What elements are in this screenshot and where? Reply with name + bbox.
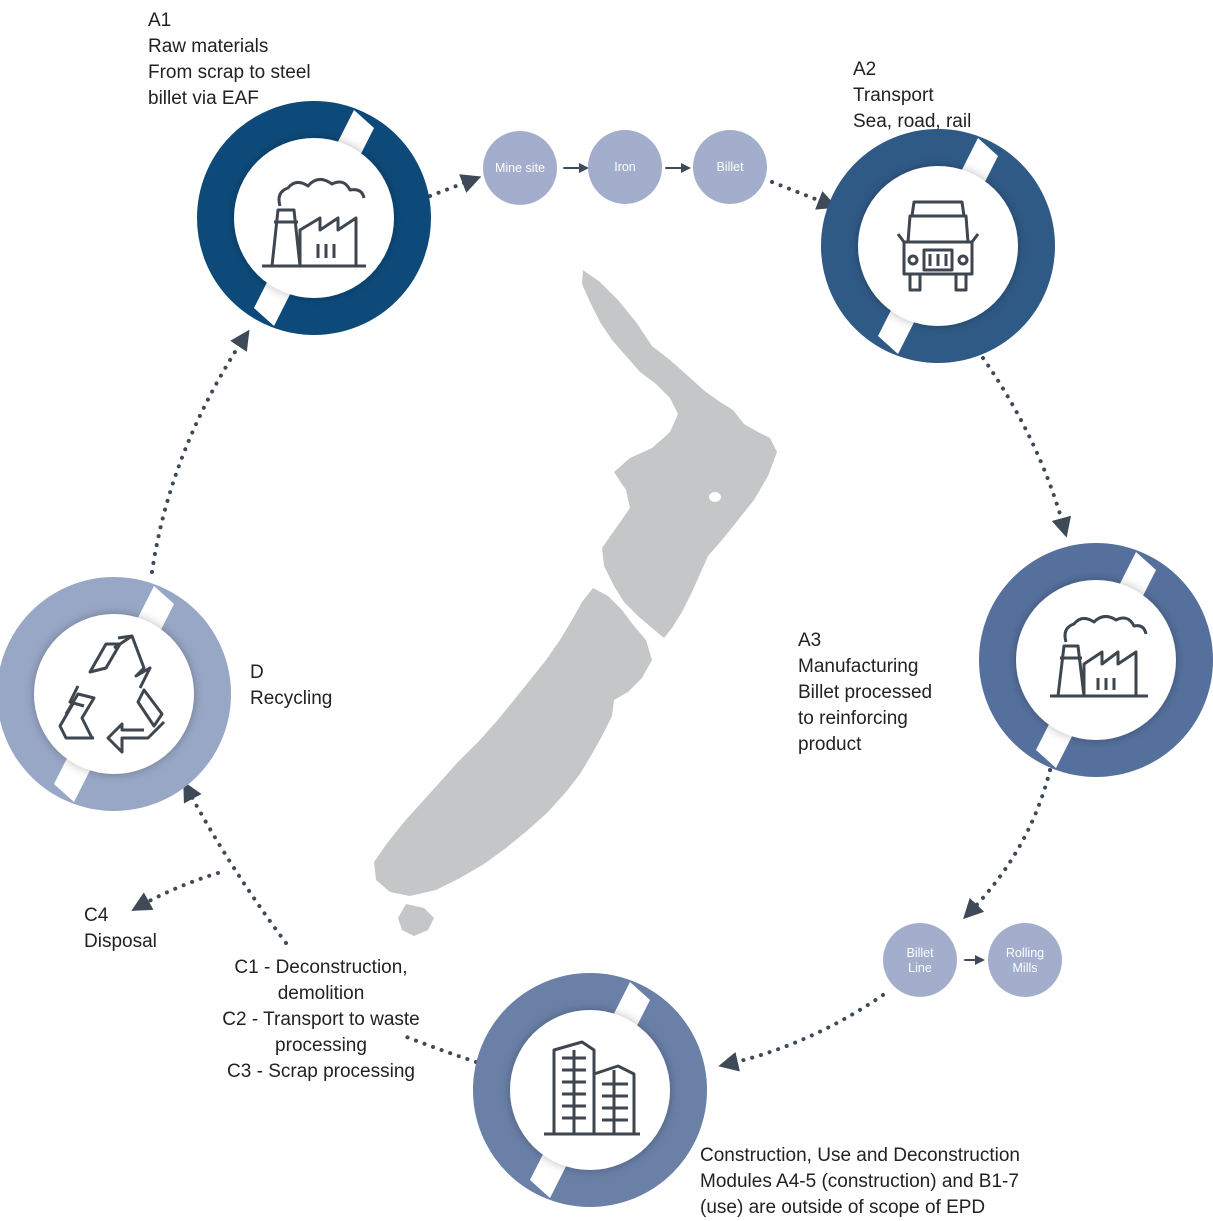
d-line-2: Recycling (250, 688, 333, 709)
node-billet-label: Billet (716, 160, 744, 174)
icon-disc (34, 614, 194, 774)
construction-line-2: Modules A4-5 (construction) and B1-7 (700, 1171, 1019, 1192)
factory-icon (1050, 615, 1148, 698)
stewart-island (398, 904, 434, 936)
north-island (582, 270, 777, 638)
stage-a3 (979, 543, 1213, 777)
cycle-arrows (131, 163, 1072, 1072)
c-line-5: C3 - Scrap processing (227, 1061, 415, 1082)
south-island (374, 588, 652, 896)
stage-ring (473, 973, 707, 1207)
stage-ring (979, 543, 1213, 777)
a3-line-1: A3 (798, 630, 822, 651)
d-label: D Recycling (250, 660, 332, 712)
a2-line-3: Sea, road, rail (853, 111, 972, 132)
arrow-construction-to-c (402, 1034, 478, 1064)
construction-line-3: (use) are outside of scope of EPD (700, 1197, 986, 1218)
node-billet-line (883, 923, 957, 997)
c1-c3-label: C1 - Deconstruction, demolition C2 - Tra… (203, 955, 439, 1085)
stage-construction (473, 973, 707, 1207)
truck-icon (896, 200, 980, 292)
a3-line-4: to reinforcing (798, 708, 908, 729)
node-billet-line-label-1: Billet (906, 946, 934, 960)
stage-a2 (821, 129, 1055, 363)
icon-disc (234, 138, 394, 298)
c-line-3: C2 - Transport to waste (222, 1009, 420, 1030)
node-billet (693, 130, 767, 204)
a2-label: A2 Transport Sea, road, rail (853, 57, 971, 135)
a3-line-5: product (798, 734, 862, 755)
new-zealand-map (374, 270, 777, 936)
node-rolling-mills (988, 923, 1062, 997)
arrow-d-to-a1 (150, 329, 250, 574)
node-mine-site (483, 131, 557, 205)
arrow-c-to-d (183, 781, 288, 945)
a1-line-4: billet via EAF (148, 88, 259, 109)
c4-label: C4 Disposal (84, 903, 157, 955)
node-iron (588, 130, 662, 204)
a3-label: A3 Manufacturing Billet processed to rei… (798, 628, 932, 758)
arrow-billet-to-a2 (770, 180, 838, 210)
c-line-2: demolition (277, 983, 365, 1004)
top-node-group: Mine site Iron Billet (483, 130, 767, 205)
arrow-c-to-c4 (131, 871, 220, 911)
arrow-a2-to-a3 (981, 356, 1072, 538)
a1-label: A1 Raw materials From scrap to steel bil… (148, 8, 311, 112)
arrow-a3-to-billet-line (963, 768, 1052, 920)
icon-disc (858, 166, 1018, 326)
arrow-a1-to-mine (428, 174, 482, 198)
buildings-icon (544, 1040, 640, 1136)
stage-ring (0, 577, 231, 811)
factory-icon (262, 178, 366, 268)
node-mine-site-label: Mine site (495, 161, 545, 175)
a2-line-2: Transport (853, 85, 934, 106)
stage-ring (197, 101, 431, 335)
bottom-node-group: Billet Line Rolling Mills (883, 923, 1062, 997)
a1-line-2: Raw materials (148, 36, 269, 57)
lake-taupo (709, 492, 721, 502)
c-line-4: processing (275, 1035, 367, 1056)
stage-ring (821, 129, 1055, 363)
c4-line-1: C4 (84, 905, 109, 926)
icon-disc (1016, 580, 1176, 740)
construction-label: Construction, Use and Deconstruction Mod… (700, 1143, 1020, 1221)
construction-line-1: Construction, Use and Deconstruction (700, 1145, 1020, 1166)
icon-disc (510, 1010, 670, 1170)
node-iron-label: Iron (614, 160, 636, 174)
stage-recycling (0, 577, 231, 811)
a3-line-3: Billet processed (798, 682, 933, 703)
a2-line-1: A2 (853, 59, 877, 80)
d-line-1: D (250, 662, 264, 683)
a1-line-1: A1 (148, 10, 172, 31)
c4-line-2: Disposal (84, 931, 157, 952)
arrow-billet-line-to-construction (718, 993, 885, 1072)
node-rolling-mills-label-1: Rolling (1006, 946, 1044, 960)
stage-a1 (197, 101, 431, 335)
node-rolling-mills-label-2: Mills (1013, 961, 1038, 975)
a3-line-2: Manufacturing (798, 656, 919, 677)
a1-line-3: From scrap to steel (148, 62, 311, 83)
c-line-1: C1 - Deconstruction, (234, 957, 408, 978)
recycle-icon (58, 634, 166, 754)
node-billet-line-label-2: Line (908, 961, 932, 975)
